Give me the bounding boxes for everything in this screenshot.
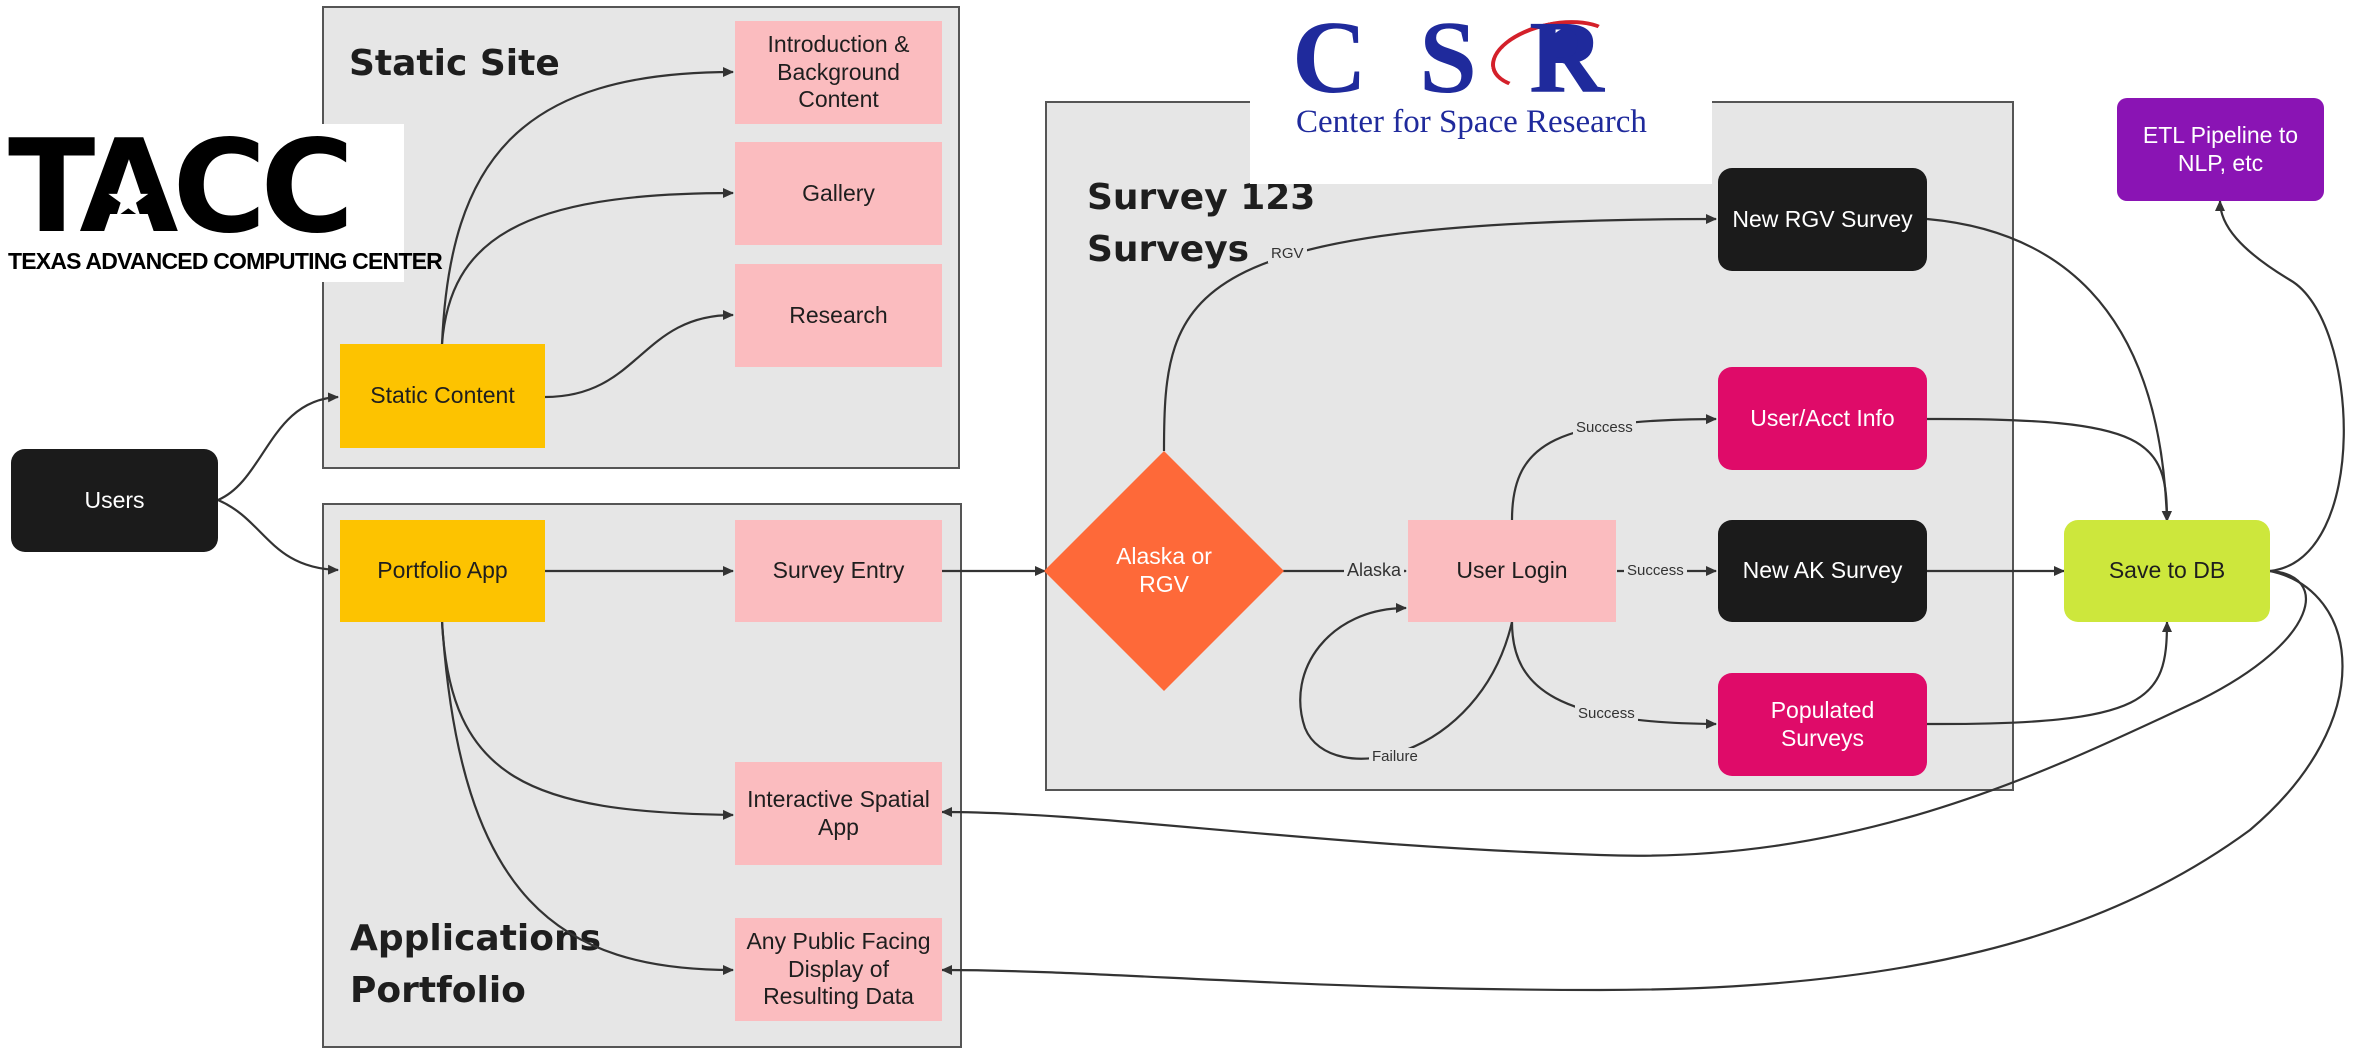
static-content-node[interactable]: Static Content bbox=[340, 344, 545, 448]
edge-label-success-ak: Success bbox=[1624, 562, 1687, 580]
survey-entry-node[interactable]: Survey Entry bbox=[735, 520, 942, 622]
edge-login-user bbox=[1510, 414, 1717, 521]
decision-label: Alaska or RGV bbox=[1116, 543, 1212, 597]
edge-static-intro bbox=[440, 67, 734, 345]
gallery-node[interactable]: Gallery bbox=[735, 142, 942, 245]
edge-save-spatial bbox=[941, 569, 2307, 857]
applications-portfolio-title: Applications Portfolio bbox=[350, 918, 602, 1012]
edge-login-failure bbox=[1299, 603, 1514, 760]
edge-static-gallery bbox=[440, 188, 734, 345]
edge-label-success-populated: Success bbox=[1575, 705, 1638, 723]
edge-rgv-save bbox=[1926, 217, 2172, 522]
edge-save-public bbox=[941, 569, 2344, 992]
new-ak-survey-node[interactable]: New AK Survey bbox=[1718, 520, 1927, 622]
tacc-star-icon: ★ bbox=[105, 171, 152, 229]
public-display-node[interactable]: Any Public Facing Display of Resulting D… bbox=[735, 918, 942, 1021]
edge-users-static bbox=[217, 392, 339, 502]
tacc-name: TEXAS ADVANCED COMPUTING CENTER bbox=[8, 248, 443, 274]
edge-portfolio-public bbox=[440, 620, 734, 975]
csr-wordmark: CSR bbox=[1292, 0, 1657, 115]
etl-pipeline-node[interactable]: ETL Pipeline to NLP, etc bbox=[2117, 98, 2324, 201]
edge-user-save bbox=[1926, 417, 2172, 522]
interactive-spatial-app-node[interactable]: Interactive Spatial App bbox=[735, 762, 942, 865]
tacc-wordmark: TACC bbox=[8, 113, 354, 262]
save-to-db-node[interactable]: Save to DB bbox=[2064, 520, 2270, 622]
csr-name: Center for Space Research bbox=[1296, 104, 1647, 140]
new-rgv-survey-node[interactable]: New RGV Survey bbox=[1718, 168, 1927, 271]
static-site-title: Static Site bbox=[349, 43, 560, 84]
user-acct-info-node[interactable]: User/Acct Info bbox=[1718, 367, 1927, 470]
edge-populated-save bbox=[1926, 621, 2172, 726]
csr-globe-icon bbox=[1550, 28, 1586, 64]
csr-logo: CSR Center for Space Research bbox=[1250, 0, 1712, 184]
edge-users-portfolio bbox=[217, 498, 339, 575]
portfolio-app-node[interactable]: Portfolio App bbox=[340, 520, 545, 622]
edge-static-research bbox=[544, 310, 734, 399]
edge-portfolio-spatial bbox=[440, 620, 734, 820]
decision-node[interactable]: Alaska or RGV bbox=[1044, 451, 1284, 691]
edge-save-etl bbox=[2215, 200, 2345, 573]
users-node[interactable]: Users bbox=[11, 449, 218, 552]
decision-diamond bbox=[1044, 451, 1284, 691]
edge-label-alaska: Alaska bbox=[1344, 560, 1405, 582]
user-login-node[interactable]: User Login bbox=[1408, 520, 1616, 622]
populated-surveys-node[interactable]: Populated Surveys bbox=[1718, 673, 1927, 776]
edge-label-failure: Failure bbox=[1369, 748, 1421, 766]
edge-decision-rgv bbox=[1162, 214, 1717, 452]
edge-login-populated bbox=[1510, 621, 1717, 729]
tacc-logo: TACC ★ TEXAS ADVANCED COMPUTING CENTER bbox=[0, 113, 443, 282]
intro-background-node[interactable]: Introduction & Background Content bbox=[735, 21, 942, 124]
edge-label-success-user: Success bbox=[1573, 419, 1636, 437]
research-node[interactable]: Research bbox=[735, 264, 942, 367]
edge-label-rgv: RGV bbox=[1268, 245, 1307, 263]
